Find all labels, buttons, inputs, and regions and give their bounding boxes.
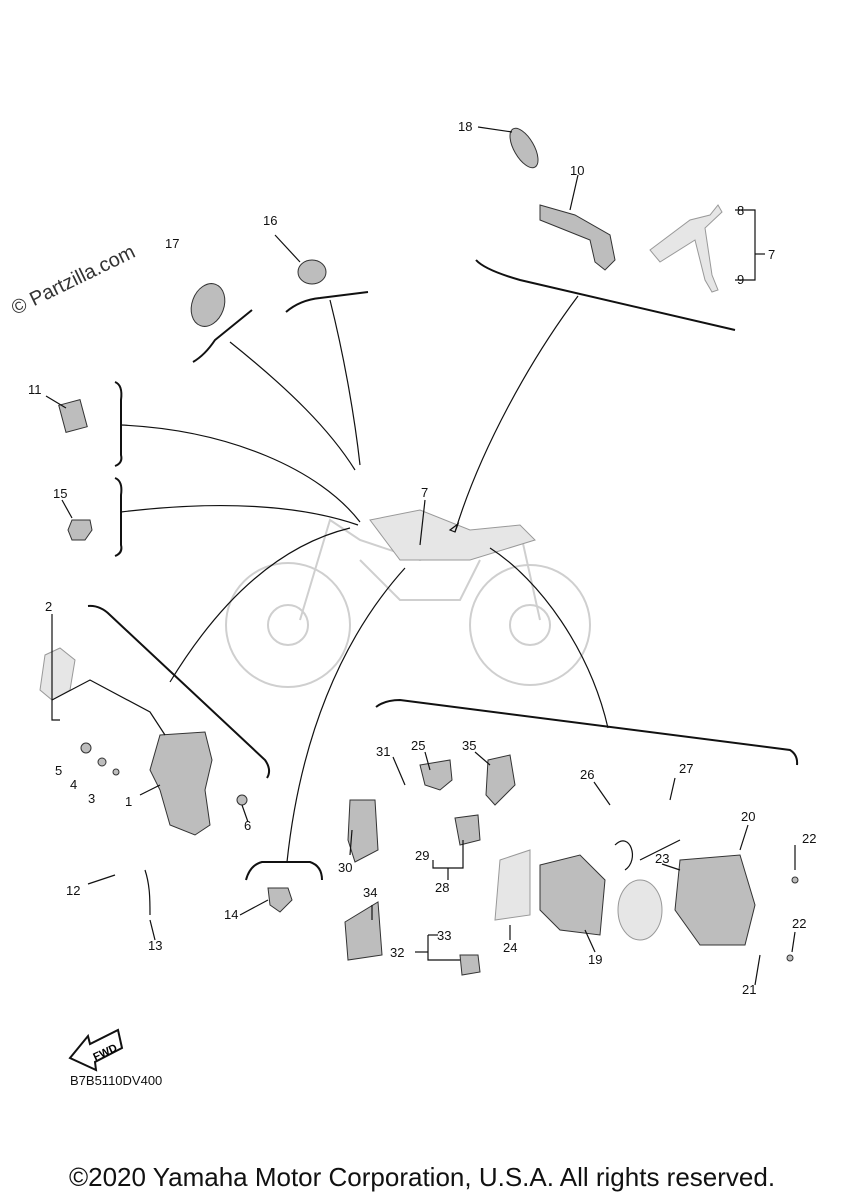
callout-26: 26: [580, 767, 594, 782]
callout-15: 15: [53, 486, 67, 501]
callout-6: 6: [244, 818, 251, 833]
callout-12: 12: [66, 883, 80, 898]
callout-31: 31: [376, 744, 390, 759]
callout-18: 18: [458, 119, 472, 134]
motorcycle-outline: [225, 509, 591, 688]
callout-5: 5: [55, 763, 62, 778]
callout-4: 4: [70, 777, 77, 792]
callout-32: 32: [390, 945, 404, 960]
callout-33: 33: [437, 928, 451, 943]
copyright-notice: ©2020 Yamaha Motor Corporation, U.S.A. A…: [68, 1162, 776, 1192]
callout-19: 19: [588, 952, 602, 967]
callout-14: 14: [224, 907, 238, 922]
callout-8: 8: [737, 203, 744, 218]
callout-27: 27: [679, 761, 693, 776]
callout-7-center: 7: [421, 485, 428, 500]
callout-labels: 18 10 8 7 9 16 17 11 15 7 2 5 4 3 1 6 12…: [28, 119, 816, 997]
callout-35: 35: [462, 738, 476, 753]
fwd-arrow-icon: FWD: [68, 1028, 124, 1072]
callout-22-top: 22: [802, 831, 816, 846]
bracket-lines: [87, 259, 799, 881]
callout-3: 3: [88, 791, 95, 806]
callout-7-top: 7: [768, 247, 775, 262]
callout-25: 25: [411, 738, 425, 753]
callout-11: 11: [28, 382, 42, 397]
callout-21: 21: [742, 982, 756, 997]
callout-34: 34: [363, 885, 377, 900]
callout-28: 28: [435, 880, 449, 895]
callout-2: 2: [45, 599, 52, 614]
part-shapes: [39, 127, 799, 976]
callout-24: 24: [503, 940, 517, 955]
callout-22-bottom: 22: [792, 916, 806, 931]
callout-17: 17: [165, 236, 179, 251]
callout-9: 9: [737, 272, 744, 287]
callout-13: 13: [148, 938, 162, 953]
diagram-code: B7B5110DV400: [70, 1073, 163, 1088]
leader-curves: [120, 295, 609, 863]
callout-10: 10: [570, 163, 584, 178]
callout-1: 1: [125, 794, 132, 809]
callout-23: 23: [655, 851, 669, 866]
callout-29: 29: [415, 848, 429, 863]
callout-20: 20: [741, 809, 755, 824]
callout-30: 30: [338, 860, 352, 875]
callout-16: 16: [263, 213, 277, 228]
callout-leaders: [45, 126, 796, 986]
